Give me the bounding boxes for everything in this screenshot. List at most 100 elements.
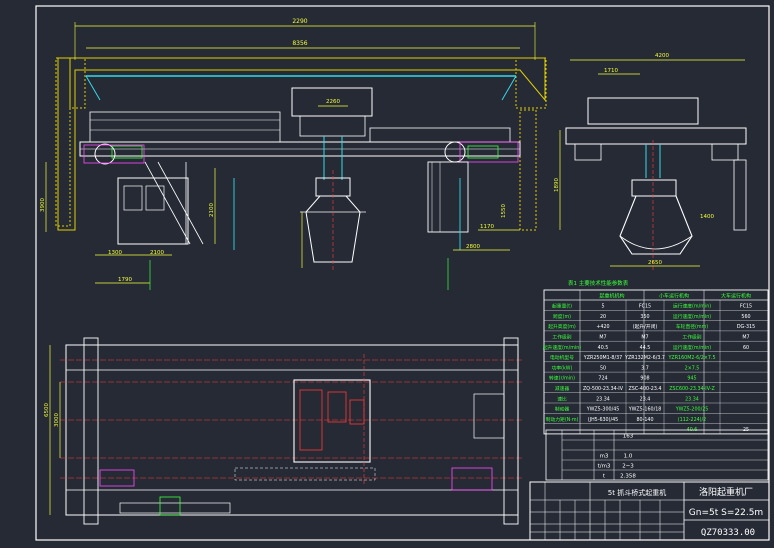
spec-cell: YZR160M2-6/2×7.5	[668, 355, 716, 361]
spec-cell: YWZ5-200/25	[675, 407, 709, 413]
spec-cell: ZSC600-23.34-IV-Z	[669, 386, 715, 392]
spec-cell: YZR132M2-6/3.7	[624, 355, 665, 361]
plan-dim-left-inner: 3000	[54, 413, 60, 427]
side-trolley	[587, 97, 699, 125]
end-carriage-wheel-left	[94, 143, 116, 165]
spec-cell: 起升高度(m)	[548, 323, 576, 330]
plan-drive-left	[99, 469, 135, 487]
side-dim-bottom: 2650	[648, 260, 662, 266]
side-elevation-view: 4200 1710 2650 1400 1890	[554, 53, 747, 270]
grab-head	[315, 177, 351, 197]
spec-cell: 运行速度(m/min)	[673, 344, 711, 351]
front-elevation-view: 2290 8356 2260	[40, 18, 547, 290]
spec-cell: 350	[640, 314, 649, 320]
spec-cell: 运行速度(m/min)	[673, 303, 711, 310]
spec-cell: 44.5	[640, 345, 651, 351]
drawing-code: QZ70333.00	[701, 528, 755, 538]
spec-cell: 转速(r/min)	[549, 375, 575, 382]
plan-view: 6500 3000	[44, 337, 522, 525]
side-girder	[565, 127, 747, 145]
spec-cell: YZR250M1-8/37	[583, 355, 622, 361]
spec-cell: 功率(kW)	[552, 364, 573, 371]
spec-cell: 23.34	[685, 396, 699, 402]
bucket-param-cell: 1.0	[624, 454, 633, 460]
spec-cell: (JH5-630)/45	[588, 417, 618, 423]
spec-cell: 电动机型号	[550, 354, 574, 361]
left-wall-hatch	[57, 57, 546, 231]
dim-bottom-left: 1790	[118, 277, 132, 283]
spec-cell: 724	[598, 376, 607, 382]
side-dim-height: 1890	[554, 178, 560, 192]
bucket-param-cell: m3	[600, 454, 609, 460]
walkway-railing-right	[369, 127, 511, 143]
spec-cell: 起重量(t)	[552, 303, 572, 310]
spec-cell: 车轮直径(mm)	[676, 323, 708, 330]
spec-cell: ZQ-500-23.34-IV	[583, 386, 624, 392]
drive-motor-right	[467, 145, 499, 159]
spec-cell: 跨度(m)	[553, 313, 571, 320]
side-grab-jaws	[619, 195, 693, 255]
end-carriage-wheel-right	[444, 141, 466, 163]
dim-right-small: 1170	[480, 224, 494, 230]
spec-cell: 40.5	[598, 345, 609, 351]
crane-spec: Gn=5t S=22.5m	[689, 508, 763, 518]
spec-cell: 制动器	[555, 406, 570, 413]
title-block: 5t 抓斗桥式起重机 洛阳起重机厂 Gn=5t S=22.5m QZ70333.…	[529, 481, 770, 541]
plan-right-platform	[473, 393, 505, 439]
spec-cell: 工作级别	[552, 334, 571, 341]
plan-hoist-drum	[299, 389, 323, 451]
spec-cell: 5	[601, 304, 604, 310]
plan-end-beam-right	[503, 337, 519, 525]
spec-cell: 23.4	[640, 396, 651, 402]
spec-cell: (112-224)/2	[678, 417, 706, 423]
dim-overall-top: 2290	[292, 18, 307, 25]
dim-right: 1550	[501, 204, 507, 218]
spec-cell: FC15	[740, 304, 752, 310]
spec-cell: 运行速度(m/min)	[673, 313, 711, 320]
side-dim-right: 1400	[700, 214, 714, 220]
side-dim-sub-left: 1710	[604, 68, 618, 74]
spec-header-2: 大车运行机构	[721, 293, 751, 300]
bucket-param-cell: 2~3	[622, 464, 634, 470]
spec-header-1: 小车运行机构	[659, 293, 689, 300]
spec-cell: 减速器	[555, 385, 570, 392]
spec-cell: YWZ5-300/45	[586, 407, 620, 413]
spec-cell: 23.34	[596, 396, 610, 402]
dim-span-inner: 8356	[292, 40, 307, 47]
grab-bucket	[305, 195, 361, 263]
factory-name: 洛阳起重机厂	[699, 486, 753, 498]
spec-cell: 80-140	[637, 417, 654, 423]
bucket-param-cell: t/m3	[598, 464, 611, 470]
plan-end-beam-left	[83, 337, 99, 525]
spec-cell: M7	[641, 335, 648, 341]
spec-cell: +420	[596, 324, 609, 330]
bucket-param-cell: 2.358	[620, 474, 636, 480]
spec-cell: 20	[600, 314, 606, 320]
drive-motor-left	[111, 145, 143, 159]
spec-cell: 945	[687, 376, 696, 382]
spec-cell: 60	[743, 345, 749, 351]
dim-cab-width: 1300	[108, 250, 122, 256]
operator-cab	[117, 177, 189, 245]
bucket-param-cell: 163	[623, 434, 634, 440]
plan-frame	[65, 344, 519, 516]
spec-cell: 起升速度(m/min)	[543, 344, 581, 351]
spec-cell: (起升/开闭)	[633, 323, 658, 330]
plan-drive-right	[451, 467, 493, 491]
spec-cell: YWZ5-160/18	[628, 407, 662, 413]
spec-cell: ZSC-400-23.4	[629, 386, 662, 392]
drawing-border	[35, 5, 770, 541]
spec-cell: DG-315	[737, 324, 755, 330]
spec-cell: 速比	[557, 395, 567, 402]
plan-trolley	[293, 379, 371, 463]
right-platform	[427, 161, 469, 233]
spec-cell: 908	[640, 376, 649, 382]
side-ladder	[733, 159, 747, 231]
drawing-name: 5t 抓斗桥式起重机	[608, 488, 666, 497]
spec-table-caption: 表1 主要技术性能参数表	[568, 279, 629, 287]
dim-bottom-right: 2800	[466, 244, 480, 250]
